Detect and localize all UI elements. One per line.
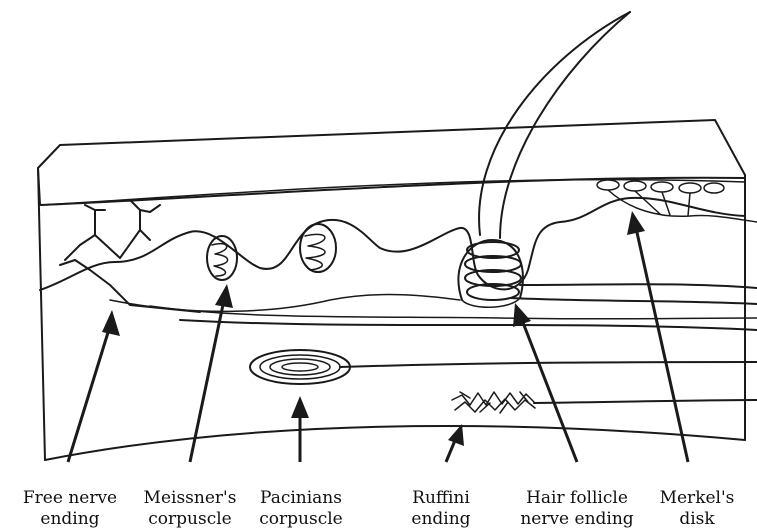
label-pacinian-corpuscle-line1: Pacinians (236, 488, 366, 509)
label-hair-follicle-line2: nerve ending (512, 509, 642, 530)
label-merkel-disk: Merkel's disk (632, 488, 757, 530)
label-hair-follicle-line1: Hair follicle (512, 488, 642, 509)
arrow-ruffini-ending (446, 424, 464, 462)
free-nerve-ending-drawing (60, 200, 200, 312)
arrows (68, 211, 688, 462)
label-pacinian-corpuscle-line2: corpuscle (236, 509, 366, 530)
meissner-corpuscle-drawing (207, 224, 336, 280)
pacinian-corpuscle-drawing (250, 350, 350, 384)
label-free-nerve-ending-line1: Free nerve (5, 488, 135, 509)
label-free-nerve-ending: Free nerve ending (5, 488, 135, 530)
skin-block (38, 120, 745, 460)
label-hair-follicle: Hair follicle nerve ending (512, 488, 642, 530)
hair-follicle-drawing (458, 12, 630, 307)
nerve-fibers (150, 284, 757, 403)
label-pacinian-corpuscle: Pacinians corpuscle (236, 488, 366, 530)
label-ruffini-ending: Ruffini ending (376, 488, 506, 530)
label-merkel-disk-line1: Merkel's (632, 488, 757, 509)
label-merkel-disk-line2: disk (632, 509, 757, 530)
label-ruffini-ending-line2: ending (376, 509, 506, 530)
label-ruffini-ending-line1: Ruffini (376, 488, 506, 509)
arrow-free-nerve-ending (68, 310, 120, 462)
ruffini-ending-drawing (452, 392, 535, 413)
arrow-hair-follicle (513, 303, 577, 462)
label-free-nerve-ending-line2: ending (5, 509, 135, 530)
arrow-merkel-disk (627, 211, 688, 462)
